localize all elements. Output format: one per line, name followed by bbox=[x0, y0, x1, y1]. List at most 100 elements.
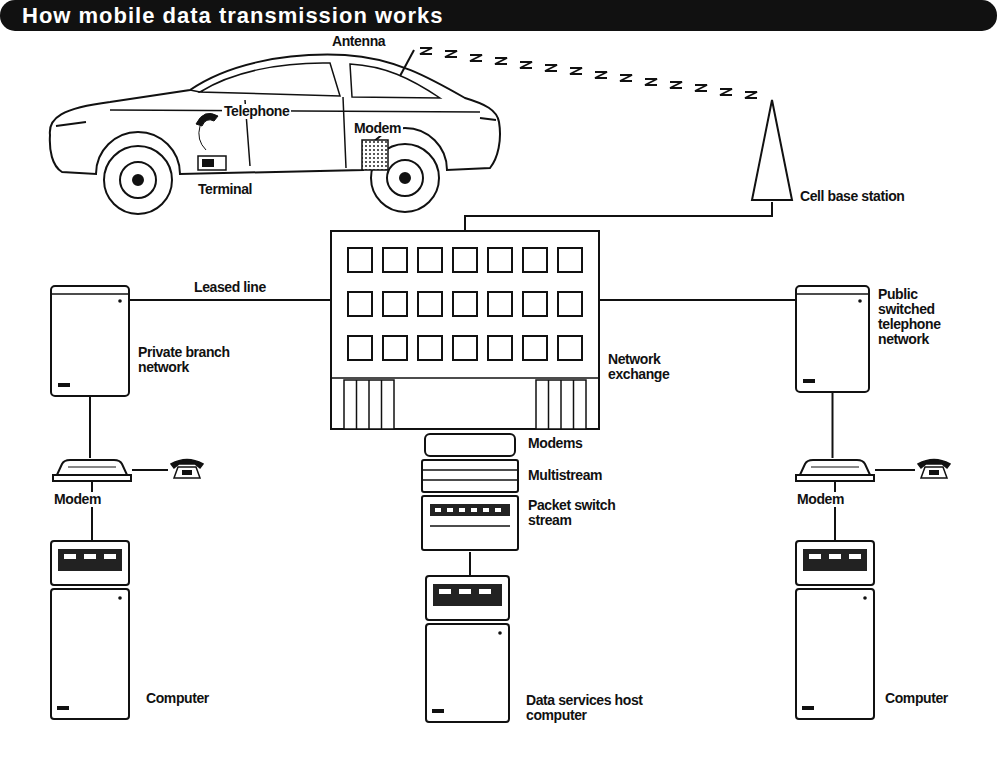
car-drawing bbox=[50, 50, 500, 214]
drawing-part bbox=[453, 292, 477, 316]
drawing-part bbox=[849, 554, 861, 559]
drawing-part bbox=[479, 589, 491, 594]
drawing-part bbox=[432, 709, 444, 713]
computer-outline bbox=[50, 540, 130, 720]
drawing-part bbox=[350, 64, 440, 98]
drawing-part bbox=[118, 596, 122, 600]
drawing-part bbox=[418, 248, 442, 272]
drawing-part bbox=[796, 286, 869, 392]
node-label: Network exchange bbox=[606, 352, 700, 382]
drawing-part bbox=[422, 496, 518, 550]
part-label: Modem bbox=[352, 121, 403, 136]
drawing-part bbox=[348, 336, 372, 360]
drawing-part bbox=[558, 248, 582, 272]
drawing-part bbox=[435, 508, 441, 512]
telephone-icon bbox=[171, 460, 203, 479]
building-outline bbox=[330, 230, 600, 430]
drawing-part bbox=[400, 50, 414, 76]
drawing-part bbox=[558, 336, 582, 360]
drawing-part bbox=[171, 460, 203, 469]
phone-wire bbox=[132, 469, 915, 471]
host-computer-tower: Data services host computer bbox=[425, 575, 510, 723]
drawing-part bbox=[53, 475, 131, 481]
drawing-part bbox=[51, 541, 129, 585]
drawing-part bbox=[400, 173, 410, 183]
connector-line bbox=[465, 202, 772, 230]
drawing-part bbox=[523, 248, 547, 272]
drawing-part bbox=[796, 589, 874, 719]
network-server-box: Public switched telephone network bbox=[795, 285, 870, 393]
connector-line bbox=[832, 393, 834, 458]
drawing-part bbox=[64, 554, 76, 559]
drawing-part bbox=[439, 589, 451, 594]
drawing-part bbox=[918, 460, 950, 469]
node-label: Computer bbox=[144, 691, 211, 706]
drawing-part bbox=[488, 336, 512, 360]
drawing-part bbox=[381, 380, 383, 429]
drawing-part bbox=[488, 292, 512, 316]
drawing-part bbox=[929, 470, 939, 475]
drawing-part bbox=[348, 292, 372, 316]
part-label: Telephone bbox=[222, 104, 291, 119]
radio-signal bbox=[420, 48, 757, 98]
drawing-part bbox=[802, 706, 814, 710]
drawing-part bbox=[58, 383, 70, 387]
drawing-part bbox=[56, 118, 496, 126]
node-label: Private branch network bbox=[136, 345, 250, 375]
node-label: Modems bbox=[526, 436, 584, 451]
drawing-part bbox=[809, 554, 821, 559]
modem-outline bbox=[52, 458, 132, 482]
drawing-part bbox=[331, 231, 599, 429]
node-label: Computer bbox=[883, 691, 950, 706]
drawing-part bbox=[120, 162, 156, 198]
drawing-part bbox=[471, 508, 477, 512]
computer-tower: Computer bbox=[50, 540, 130, 720]
server-outline bbox=[50, 285, 130, 397]
drawing-part bbox=[418, 336, 442, 360]
drawing-part bbox=[803, 549, 867, 571]
drawing-part bbox=[383, 248, 407, 272]
computer-outline bbox=[795, 540, 875, 720]
part-label: Antenna bbox=[330, 34, 387, 49]
drawing-part bbox=[331, 377, 599, 379]
drawing-part bbox=[425, 434, 515, 456]
drawing-part bbox=[447, 508, 453, 512]
node-label: Modem bbox=[795, 492, 846, 507]
part-label: Terminal bbox=[196, 182, 254, 197]
drawing-part bbox=[133, 175, 143, 185]
node-label: Multistream bbox=[526, 468, 604, 483]
base-station-triangle: Cell base station bbox=[750, 98, 794, 202]
drawing-part bbox=[383, 292, 407, 316]
exchange-building: Network exchange bbox=[330, 230, 600, 430]
drawing-part bbox=[752, 100, 792, 200]
drawing-part bbox=[875, 469, 915, 471]
node-label: Cell base station bbox=[798, 189, 906, 204]
node-label: Public switched telephone network bbox=[876, 287, 968, 347]
drawing-part bbox=[199, 126, 206, 150]
drawing-part bbox=[796, 541, 874, 585]
drawing-part bbox=[51, 589, 129, 719]
drawing-part bbox=[84, 554, 96, 559]
drawing-part bbox=[348, 248, 372, 272]
drawing-part bbox=[548, 380, 550, 429]
drawing-part bbox=[344, 380, 394, 429]
equipment-stack: ModemsMultistreamPacket switch stream bbox=[420, 432, 520, 552]
node-label: Data services host computer bbox=[524, 693, 648, 723]
drawing-part bbox=[362, 140, 388, 170]
title-bar: How mobile data transmission works bbox=[0, 0, 997, 31]
drawing-part bbox=[68, 467, 116, 468]
connector-line bbox=[91, 482, 93, 540]
drawing-part bbox=[488, 248, 512, 272]
network-server-box: Private branch network bbox=[50, 285, 130, 397]
telephone-icon bbox=[918, 460, 950, 479]
drawing-part bbox=[196, 113, 218, 126]
drawing-part bbox=[200, 63, 340, 96]
drawing-part bbox=[104, 554, 116, 559]
drawing-part bbox=[453, 336, 477, 360]
drawing-part bbox=[858, 299, 862, 303]
drawing-part bbox=[58, 549, 122, 571]
drawing-part bbox=[453, 248, 477, 272]
modem-unit: Modem bbox=[795, 458, 875, 482]
connector-line bbox=[89, 397, 91, 458]
